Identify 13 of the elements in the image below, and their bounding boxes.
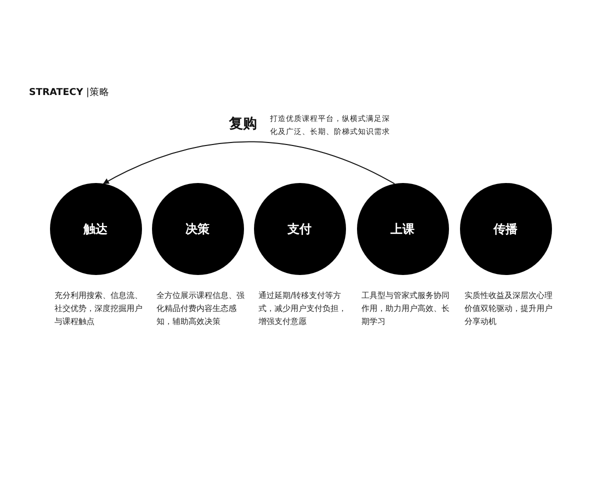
stage-label: 传播 — [494, 222, 518, 236]
stage-description: 全方位展示课程信息、强化精品付费内容生态感知，辅助高效决策 — [156, 290, 246, 328]
diagram-title: STRATECY |策略 — [29, 86, 110, 99]
stage-description: 实质性收益及深层次心理价值双轮驱动，提升用户分享动机 — [464, 290, 554, 328]
edge-label: 复购 — [228, 116, 258, 134]
stage-label: 上课 — [390, 222, 414, 236]
stage-label: 支付 — [288, 222, 312, 236]
stage-description: 充分利用搜索、信息流、社交优势，深度挖掘用户与课程触点 — [54, 290, 144, 328]
stage-description: 通过延期/转移支付等方式，减少用户支付负担，增强支付意愿 — [258, 290, 348, 328]
curved-arrow — [102, 141, 395, 184]
stage-description: 工具型与管家式服务协同作用，助力用户高效、长期学习 — [362, 290, 450, 328]
stage-label: 决策 — [186, 222, 210, 236]
stage-label: 触达 — [84, 222, 108, 236]
